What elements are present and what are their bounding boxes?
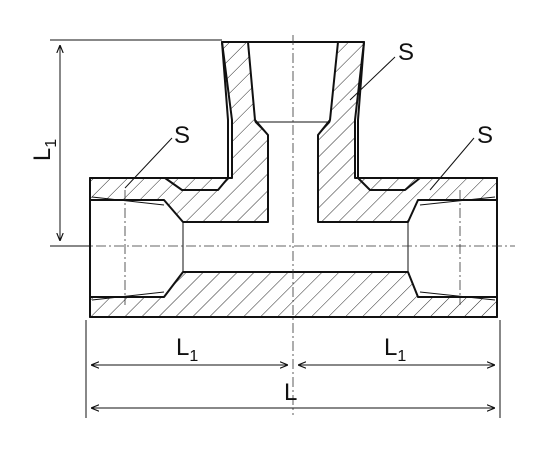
half-length-left-label: L1 <box>176 334 198 365</box>
tee-outer-outline <box>89 41 498 318</box>
thread-label-right: S <box>477 122 493 149</box>
half-length-right-label: L1 <box>384 334 406 365</box>
horizontal-dimensions <box>85 320 501 418</box>
upper-right-wall <box>317 41 498 223</box>
thread-label-left: S <box>174 122 190 149</box>
branch-length-dimension <box>50 39 222 247</box>
lower-wall <box>89 271 498 318</box>
thread-label-top: S <box>398 39 414 66</box>
thread-leaders <box>124 56 475 191</box>
branch-length-label: L1 <box>29 139 60 161</box>
upper-left-wall <box>89 41 269 223</box>
center-lines <box>60 35 515 415</box>
bore-lines <box>91 41 496 301</box>
hatched-walls <box>89 41 498 318</box>
overall-length-label: L <box>284 379 297 406</box>
